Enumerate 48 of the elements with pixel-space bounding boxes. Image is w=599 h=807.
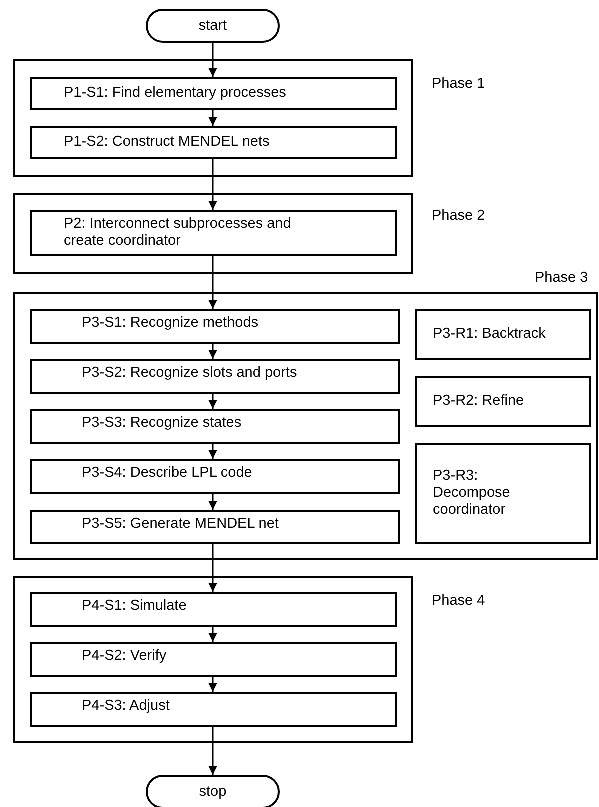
process-box [30, 126, 397, 159]
phase-heading: Phase 1 [432, 76, 486, 93]
process-box [30, 692, 397, 727]
arrow [208, 110, 218, 126]
step-label: P3-S4: Describe LPL code [82, 465, 252, 482]
terminal-label: stop [199, 784, 227, 800]
step-label: P3-R2: Refine [433, 393, 524, 410]
process-box [30, 459, 400, 494]
phase-heading: Phase 2 [432, 208, 486, 225]
step-label: P1-S2: Construct MENDEL nets [64, 134, 270, 151]
arrow [208, 394, 218, 409]
step-label: P4-S2: Verify [82, 648, 167, 665]
step-label: P4-S1: Simulate [82, 598, 187, 615]
arrow [208, 727, 218, 775]
step-label: P2: Interconnect subprocesses and create coordinator [64, 216, 292, 250]
terminal-label: start [198, 18, 228, 34]
step-label: P3-S1: Recognize methods [82, 315, 259, 332]
process-box [30, 409, 400, 444]
terminal-shape [146, 775, 280, 807]
arrow [208, 494, 218, 510]
process-box [30, 642, 397, 677]
process-box [415, 309, 591, 360]
phase-heading: Phase 4 [432, 593, 486, 610]
process-box [415, 443, 591, 544]
arrow [208, 544, 218, 592]
arrow [208, 256, 218, 309]
arrow [208, 43, 218, 77]
process-box [30, 510, 400, 544]
step-label: P3-R1: Backtrack [433, 326, 546, 343]
arrow [208, 344, 218, 359]
process-box [30, 77, 397, 110]
step-label: P3-S5: Generate MENDEL net [82, 516, 279, 533]
arrow [208, 627, 218, 642]
step-label: P3-S3: Recognize states [82, 415, 242, 432]
phase-heading: Phase 3 [535, 270, 588, 287]
terminal-shape [146, 9, 280, 43]
process-box [30, 359, 400, 394]
process-box [415, 376, 591, 427]
process-box [30, 210, 397, 256]
arrow [208, 159, 218, 210]
arrow [208, 444, 218, 459]
step-label: P1-S1: Find elementary processes [64, 85, 286, 102]
process-box [30, 592, 397, 627]
step-label: P3-R3: Decompose coordinator [433, 468, 512, 519]
arrow [208, 677, 218, 692]
step-label: P4-S3: Adjust [82, 698, 170, 715]
step-label: P3-S2: Recognize slots and ports [82, 365, 298, 382]
process-box [30, 309, 400, 344]
